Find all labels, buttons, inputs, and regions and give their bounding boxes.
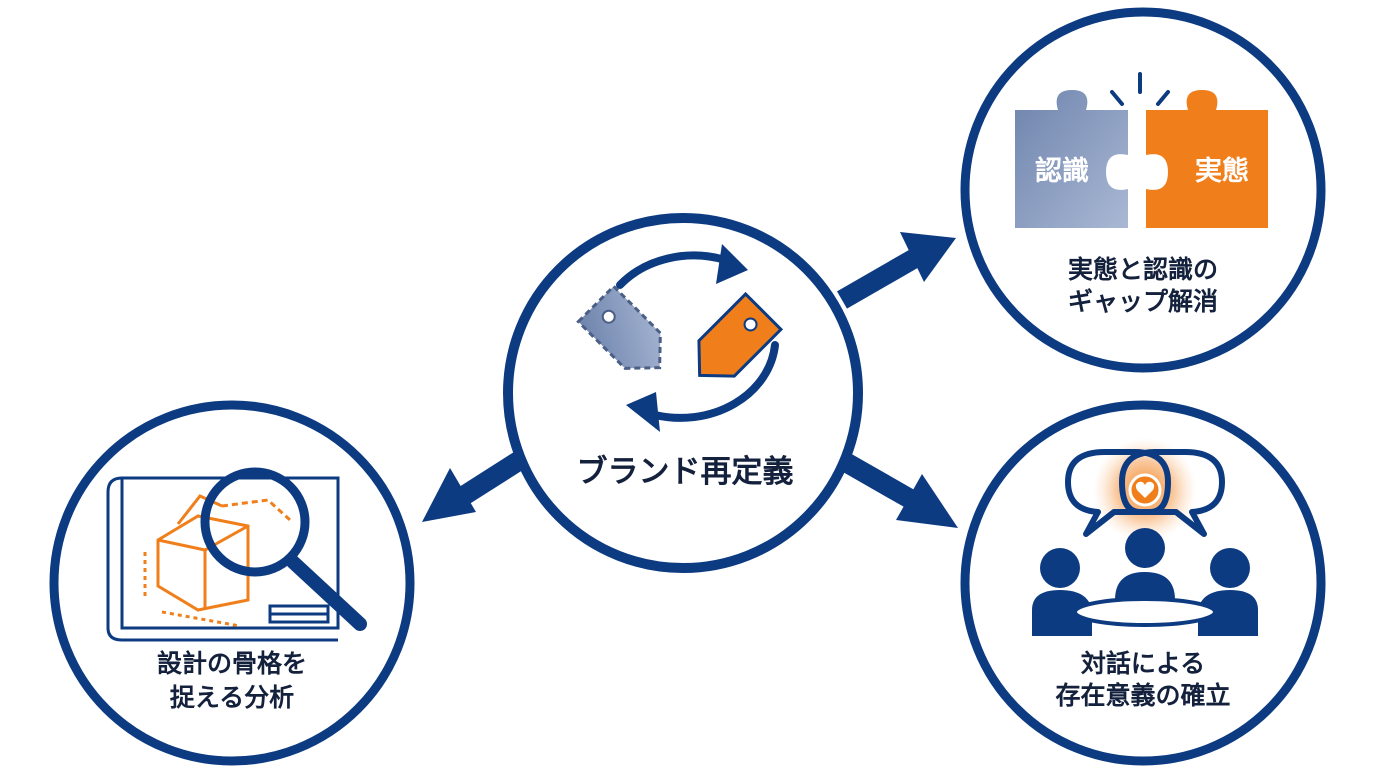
- magnifier-icon: [200, 467, 367, 631]
- arrow-to-gap: [837, 232, 956, 309]
- house-wireframe-icon: [143, 494, 292, 628]
- cycle-arrows-icon: [616, 251, 779, 422]
- gap-label-line2: ギャップ解消: [1068, 287, 1218, 316]
- analysis-label-line2: 捉える分析: [170, 683, 294, 712]
- puzzle-right-label: 実態: [1195, 155, 1249, 187]
- gap-node: 認識 実態 実態と認識の ギャップ解消: [960, 7, 1326, 373]
- heart-icon: [1135, 481, 1155, 498]
- old-tag-icon: [576, 284, 662, 370]
- arrow-to-analysis: [422, 451, 526, 522]
- analysis-circle: [49, 400, 415, 766]
- speech-bubbles-icon: [1065, 449, 1225, 537]
- puzzle-left-label: 認識: [1035, 155, 1089, 187]
- puzzle-left-icon: 認識: [1015, 90, 1128, 228]
- analysis-label-line1: 設計の骨格を: [157, 649, 307, 678]
- new-tag-icon: [697, 291, 784, 378]
- dialogue-label-line1: 対話による: [1081, 649, 1205, 678]
- connector-arrows: [422, 232, 958, 528]
- center-label: ブランド再定義: [577, 454, 794, 490]
- gap-label-line1: 実態と認識の: [1068, 255, 1218, 284]
- center-circle: [503, 213, 863, 573]
- analysis-node: 設計の骨格を 捉える分析: [49, 400, 415, 766]
- table-icon: [1073, 597, 1217, 627]
- center-node: ブランド再定義: [503, 213, 863, 573]
- spark-lines-icon: [1110, 72, 1170, 106]
- dialogue-node: 対話による 存在意義の確立: [960, 400, 1326, 766]
- dialogue-label-line2: 存在意義の確立: [1055, 681, 1230, 710]
- gap-circle: [960, 7, 1326, 373]
- cycle-arrowhead-bottom: [626, 392, 660, 432]
- arrow-to-dialogue: [837, 451, 958, 528]
- people-icon: [1032, 528, 1258, 636]
- cycle-arrowhead-top: [716, 244, 748, 284]
- blueprint-icon: [106, 476, 340, 642]
- puzzle-right-icon: 実態: [1146, 90, 1268, 228]
